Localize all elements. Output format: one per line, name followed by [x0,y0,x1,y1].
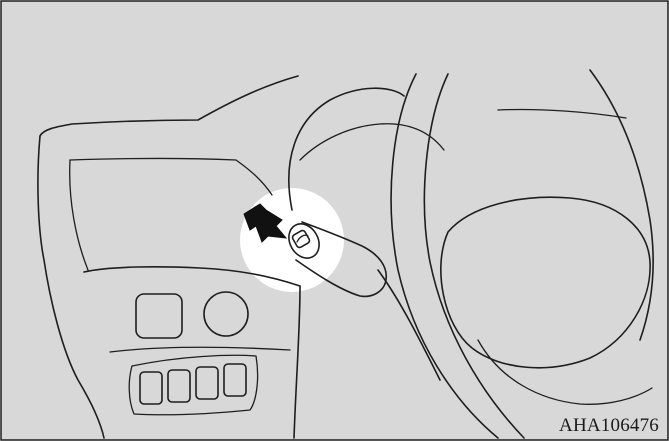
highlight-spot [240,188,344,292]
figure-code: AHA106476 [557,415,661,437]
